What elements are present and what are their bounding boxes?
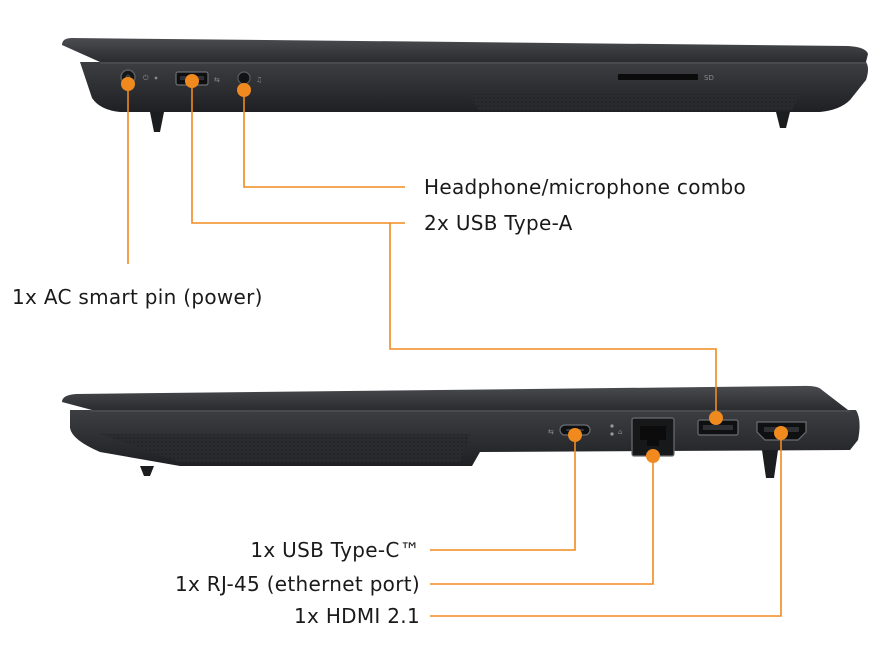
leader-hdmi [430,440,782,617]
leader-usb-c [430,435,576,551]
usb-symbol-icon: ⇆ [214,76,220,84]
foot [140,466,154,476]
laptop-lid-bottom [62,385,848,410]
label-usb-c: 1x USB Type-C™ [250,538,420,562]
foot [776,112,790,128]
label-hdmi: 1x HDMI 2.1 [294,604,420,628]
laptop-lid-top [62,38,868,62]
leader-usb-a-left [191,85,405,224]
port-markers [121,74,788,463]
marker-usb-a-left [185,74,199,88]
label-rj45: 1x RJ-45 (ethernet port) [175,572,420,596]
sd-label: SD [704,74,714,82]
sd-card-slot [618,74,698,80]
foot [762,450,778,478]
marker-hdmi [774,426,788,440]
labels: Headphone/microphone combo 2x USB Type-A… [12,175,746,628]
usb-c-marking-icon: ⇆ [548,428,554,436]
foot [150,112,164,132]
power-icon: ⏻ [143,74,149,82]
marker-headphone [237,83,251,97]
headphone-jack [237,71,251,85]
laptop-left-side: ⏻ ⇆ ♫ SD [62,38,868,132]
network-icon: ⌂ [618,428,622,436]
leader-rj45 [430,456,654,585]
marker-usb-a-right [709,411,723,425]
leader-headphone [243,84,405,188]
marker-ac-pin [121,77,135,91]
marker-usb-c [568,428,582,442]
label-usb-a: 2x USB Type-A [424,211,573,235]
leader-usb-a-link [389,223,717,418]
label-headphone: Headphone/microphone combo [424,175,746,199]
leader-lines [127,84,782,617]
marker-rj45 [646,449,660,463]
label-ac-pin: 1x AC smart pin (power) [12,285,263,309]
laptop-right-side: ⇆ ⌂ [62,385,860,478]
headset-icon: ♫ [256,76,262,84]
